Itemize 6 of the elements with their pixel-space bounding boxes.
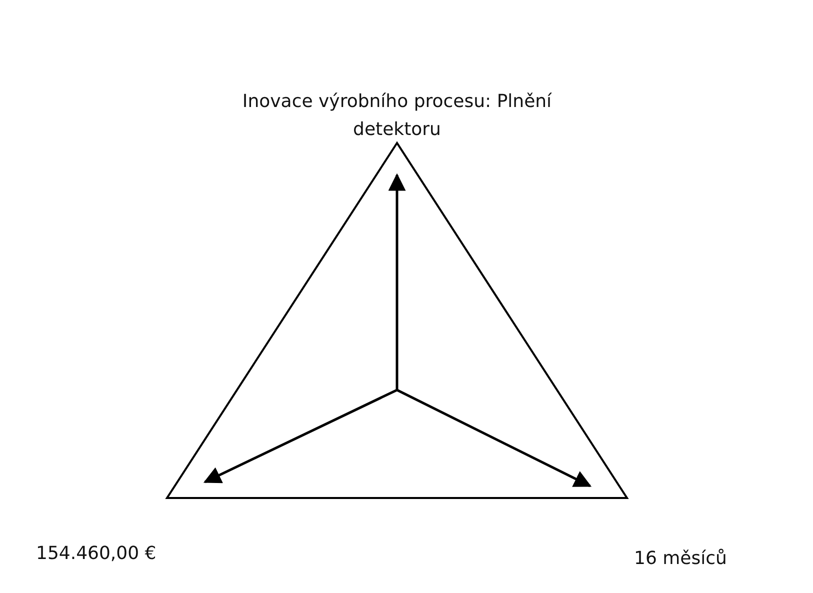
vertex-label: 16 měsíců: [634, 547, 728, 571]
vertex-label: Inovace výrobního procesu: Plnění detektoru: [241, 90, 553, 142]
arrow: [203, 388, 398, 484]
vertex-label: 154.460,00 €: [36, 542, 158, 566]
arrow: [388, 173, 406, 390]
arrow: [396, 388, 592, 488]
